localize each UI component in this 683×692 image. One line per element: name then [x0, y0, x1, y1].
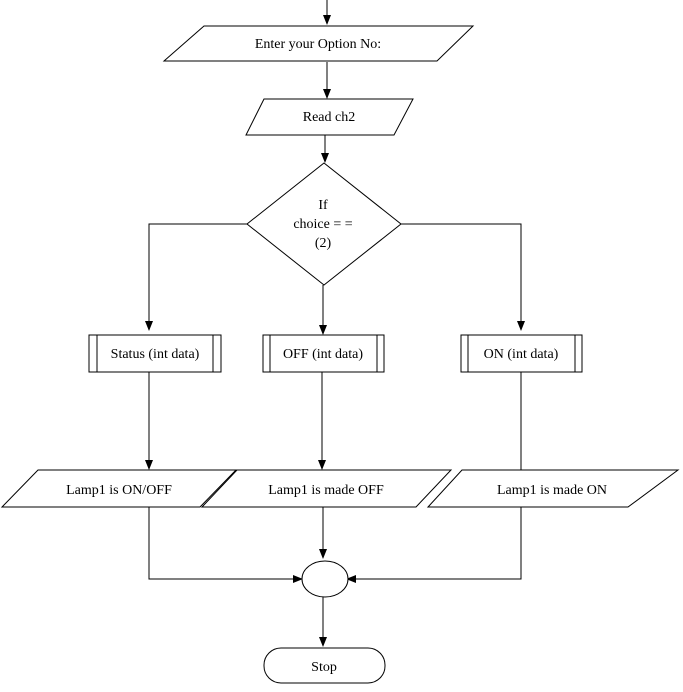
process-status-node: Status (int data)	[88, 334, 222, 373]
process-status-text: Status (int data)	[111, 347, 200, 362]
decision-text-line2: choice = =	[293, 217, 352, 232]
merge-left-connector	[148, 507, 303, 583]
output-on-text: Lamp1 is made ON	[497, 483, 607, 498]
stop-terminator-text: Stop	[311, 660, 337, 675]
output-on-node: Lamp1 is made ON	[426, 469, 680, 508]
branch-left-connector	[145, 223, 247, 331]
process-off-text: OFF (int data)	[283, 347, 363, 362]
input-prompt-node: Enter your Option No:	[162, 25, 475, 62]
process-off-node: OFF (int data)	[262, 334, 385, 373]
decision-text-line1: If	[318, 198, 328, 213]
read-step-node: Read ch2	[245, 98, 414, 136]
process-on-text: ON (int data)	[484, 347, 559, 362]
decision-text-line3: (2)	[315, 236, 332, 251]
merge-right-connector	[346, 507, 522, 583]
input-prompt-text: Enter your Option No:	[255, 37, 381, 52]
branch-right-connector	[401, 223, 525, 331]
stop-terminator-node: Stop	[263, 647, 386, 684]
output-off-text: Lamp1 is made OFF	[268, 483, 384, 498]
read-step-text: Read ch2	[303, 110, 355, 125]
output-status-node: Lamp1 is ON/OFF	[0, 469, 238, 508]
decision-node: If choice = = (2)	[246, 162, 402, 286]
output-status-text: Lamp1 is ON/OFF	[66, 483, 172, 498]
output-off-node: Lamp1 is made OFF	[200, 469, 453, 508]
merge-connector-circle	[301, 560, 349, 598]
process-on-node: ON (int data)	[460, 334, 583, 373]
